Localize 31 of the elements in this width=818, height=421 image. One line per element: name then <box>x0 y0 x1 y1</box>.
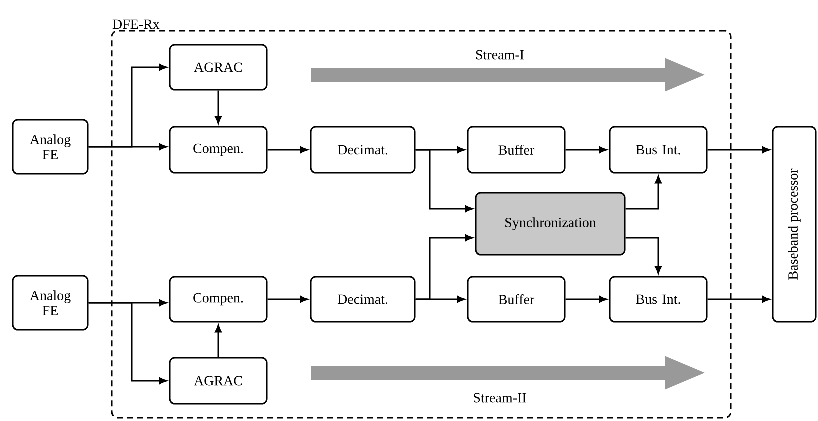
process-box: Analog FE <box>12 275 89 331</box>
process-box: Decimat. <box>310 276 416 323</box>
arrow <box>268 146 308 154</box>
process-box: AGRAC <box>169 357 268 405</box>
arrow <box>88 302 168 384</box>
arrow <box>566 146 608 154</box>
arrow <box>215 324 222 358</box>
arrow <box>215 90 222 124</box>
process-box: Analog FE <box>12 119 89 175</box>
process-box: AGRAC <box>169 44 268 91</box>
arrow <box>626 237 662 274</box>
stream-label: Stream-II <box>474 393 526 403</box>
node-label: DFE-Rx <box>112 20 160 30</box>
process-box: Buffer <box>467 126 566 174</box>
process-box: Bus Int. <box>609 276 708 323</box>
process-box: Buffer <box>467 276 566 323</box>
arrow <box>88 144 168 150</box>
arrow <box>708 296 770 303</box>
arrow <box>416 149 474 212</box>
arrow <box>626 176 662 210</box>
process-box: Decimat. <box>310 126 416 174</box>
process-box: Compen. <box>169 126 268 174</box>
process-box: Synchronization <box>475 192 626 256</box>
process-box: Compen. <box>169 276 268 323</box>
arrow <box>268 296 308 303</box>
process-box: Bus Int. <box>609 126 708 174</box>
arrow <box>708 146 770 154</box>
stream-label: Stream-I <box>476 50 524 60</box>
process-box: Baseband processor <box>772 126 817 323</box>
arrow <box>416 234 474 300</box>
arrow <box>566 296 608 303</box>
